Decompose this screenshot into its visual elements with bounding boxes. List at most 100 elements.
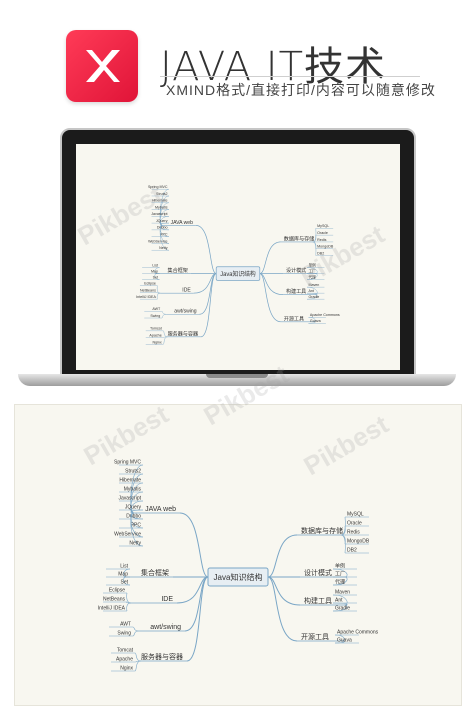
leaf-connector: [134, 660, 142, 672]
leaf-label: MySQL: [347, 512, 364, 518]
branch-connector: [267, 576, 301, 606]
branch-connector: [176, 576, 209, 604]
branch-label: 集合框架: [141, 568, 169, 577]
branch-connector: [259, 241, 281, 274]
laptop-base: [18, 374, 456, 386]
leaf-label: MongoDB: [317, 245, 334, 249]
leaf-label: Spring MVC: [148, 185, 168, 189]
page-title: JAVA IT技术: [160, 44, 387, 90]
leaf-label: IntelliJ IDEA: [136, 295, 156, 299]
title-divider: [160, 76, 420, 77]
leaf-label: Oracle: [347, 521, 362, 527]
leaf-label: 代理: [335, 579, 345, 586]
leaf-label: JQuery: [156, 219, 168, 223]
leaf-label: Apache: [149, 333, 161, 337]
page-subtitle: XMIND格式/直接打印/内容可以随意修改: [166, 82, 436, 98]
leaf-connector: [156, 285, 161, 294]
leaf-label: Hibernate: [119, 478, 141, 484]
leaf-label: JQuery: [125, 505, 142, 511]
leaf-label: Guava: [337, 638, 352, 644]
leaf-connector: [156, 292, 161, 300]
leaf-label: Tomcat: [117, 648, 134, 654]
leaf-label: Struts2: [156, 192, 167, 196]
leaf-label: Javascript: [151, 212, 167, 216]
leaf-label: Swing: [117, 631, 131, 637]
branch-connector: [259, 273, 284, 296]
leaf-label: Dubbo: [126, 514, 141, 520]
branch-label: JAVA web: [171, 220, 194, 226]
laptop-notch: [206, 374, 268, 378]
leaf-connector: [132, 630, 140, 637]
leaf-label: RPC: [130, 523, 141, 529]
branch-label: 构建工具: [304, 596, 332, 605]
xmind-logo: [66, 30, 138, 102]
branch-label: awt/swing: [150, 624, 181, 631]
leaf-label: Gradle: [308, 295, 319, 299]
x-icon: [86, 50, 120, 82]
leaf-label: Eclipse: [109, 588, 125, 594]
branch-label: 开源工具: [301, 632, 329, 641]
leaf-label: 单例: [308, 262, 316, 267]
leaf-label: List: [152, 263, 158, 267]
leaf-label: Redis: [347, 530, 360, 536]
branch-label: IDE: [161, 596, 173, 603]
leaf-label: Nginx: [152, 340, 161, 344]
leaf-connector: [340, 534, 346, 554]
leaf-label: List: [120, 564, 128, 570]
leaf-label: Apache Commons: [310, 313, 340, 317]
branch-connector: [267, 576, 298, 642]
central-topic-box: [215, 266, 261, 281]
leaf-label: Ant: [335, 598, 343, 604]
leaf-label: Guava: [310, 319, 322, 323]
leaf-label: Nginx: [120, 666, 133, 672]
branch-connector: [259, 273, 281, 323]
leaf-label: Tomcat: [150, 327, 162, 331]
leaf-label: Spring MVC: [114, 460, 141, 466]
leaf-label: Javascript: [118, 496, 141, 502]
leaf-connector: [130, 482, 144, 514]
central-topic: Java知识结构: [214, 572, 263, 582]
branch-label: 服务器与容器: [168, 329, 199, 337]
leaf-label: Maven: [335, 590, 350, 596]
leaf-label: Hibernate: [152, 199, 168, 203]
branch-label: 设计模式: [286, 266, 306, 274]
leaf-label: Gradle: [335, 606, 350, 612]
leaf-label: NetBeans: [140, 288, 156, 292]
branch-connector: [200, 273, 217, 338]
leaf-label: Oracle: [317, 231, 328, 235]
branch-label: 数据库与存储: [301, 526, 343, 535]
leaf-label: AWT: [152, 307, 161, 311]
leaf-label: Netty: [129, 541, 141, 547]
leaf-label: DB2: [347, 548, 357, 554]
central-topic: Java知识结构: [220, 270, 256, 278]
leaf-label: MongoDB: [347, 539, 370, 545]
leaf-label: NetBeans: [103, 597, 125, 603]
leaf-label: Eclipse: [144, 281, 156, 285]
leaf-connector: [161, 311, 167, 315]
leaf-label: 工厂: [335, 572, 345, 578]
leaf-label: Set: [120, 580, 128, 586]
leaf-connector: [312, 241, 317, 256]
branch-label: IDE: [182, 288, 191, 294]
leaf-connector: [126, 592, 132, 604]
branch-label: awt/swing: [174, 309, 196, 315]
leaf-label: Map: [151, 269, 158, 273]
branch-label: 数据库与存储: [284, 234, 314, 242]
leaf-label: Set: [153, 275, 158, 279]
leaf-connector: [130, 491, 144, 514]
leaf-label: WebService: [148, 239, 167, 243]
leaf-label: 代理: [308, 274, 316, 279]
leaf-label: RPC: [160, 232, 168, 236]
branch-label: 集合框架: [168, 266, 188, 274]
leaf-connector: [159, 209, 170, 226]
leaf-label: Netty: [159, 246, 168, 250]
branch-label: 开源工具: [284, 314, 304, 322]
branch-connector: [199, 273, 217, 315]
leaf-label: 工厂: [308, 269, 316, 273]
central-topic-box: [207, 567, 269, 587]
